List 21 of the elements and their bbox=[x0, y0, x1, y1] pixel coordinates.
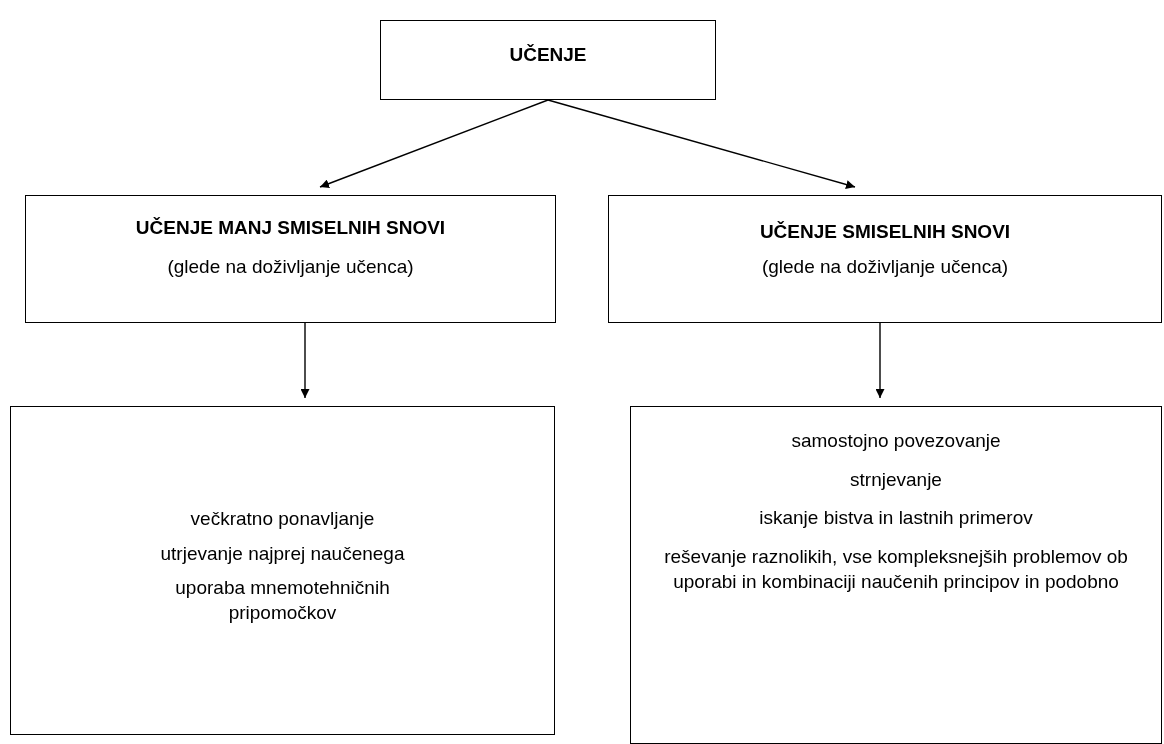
process-box bbox=[630, 406, 1162, 744]
box-text: strnjevanje bbox=[850, 467, 942, 492]
box-heading: UČENJE MANJ SMISELNIH SNOVI bbox=[135, 216, 446, 240]
arrow bbox=[319, 99, 549, 188]
process-box bbox=[380, 20, 716, 100]
box-text: večkratno ponavljanje bbox=[190, 507, 375, 531]
box-text: samostojno povezovanje bbox=[791, 429, 1001, 453]
arrow bbox=[300, 322, 310, 399]
box-text: uporaba mnemotehničnih pripomočkov bbox=[174, 576, 391, 626]
box-heading: UČENJE SMISELNIH SNOVI bbox=[759, 220, 1011, 244]
box-text: (glede na doživljanje učenca) bbox=[167, 254, 414, 279]
arrow bbox=[547, 99, 856, 189]
process-box bbox=[608, 195, 1162, 323]
box-text: reševanje raznolikih, vse kompleksnejših problemov ob uporabi in kombinaciji naučenih principov in podobno bbox=[663, 545, 1129, 594]
box-heading: UČENJE bbox=[509, 43, 587, 67]
arrow bbox=[875, 322, 885, 399]
process-box bbox=[10, 406, 555, 735]
box-text: utrjevanje najprej naučenega bbox=[160, 541, 405, 566]
box-text: (glede na doživljanje učenca) bbox=[761, 254, 1009, 279]
process-box bbox=[25, 195, 556, 323]
box-text: iskanje bistva in lastnih primerov bbox=[759, 506, 1033, 531]
